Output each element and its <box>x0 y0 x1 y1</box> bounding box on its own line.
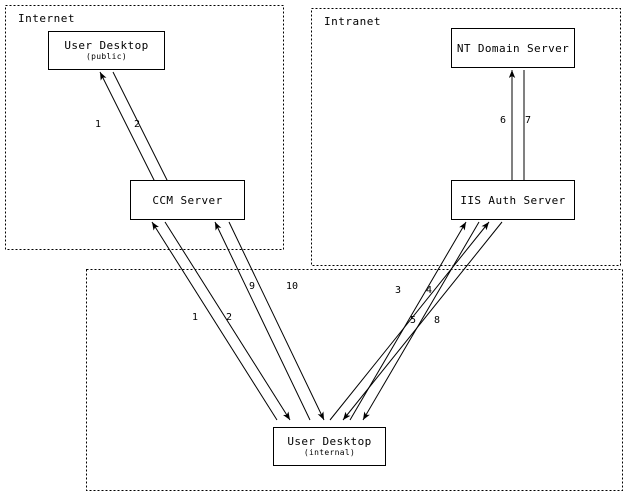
zone-internet-boundary <box>5 5 284 250</box>
connector-5 <box>329 221 490 421</box>
node-user-desktop-public-subtitle: (public) <box>86 52 127 61</box>
edge-label-3: 3 <box>395 285 402 296</box>
node-user-desktop-public[interactable]: User Desktop (public) <box>48 31 165 70</box>
connector-9 <box>214 221 311 421</box>
edge-label-4: 4 <box>426 285 433 296</box>
node-ccm-server-title: CCM Server <box>152 193 223 207</box>
connector-1-public <box>99 71 164 199</box>
edge-label-6: 6 <box>500 115 507 126</box>
node-user-desktop-internal-title: User Desktop <box>287 435 372 448</box>
node-user-desktop-internal[interactable]: User Desktop (internal) <box>273 427 386 466</box>
connector-1-internal <box>151 221 278 421</box>
edge-label-10: 10 <box>286 281 299 292</box>
zone-intranet-boundary <box>311 8 621 266</box>
edge-label-2-public: 2 <box>134 119 141 130</box>
connector-2-public <box>112 71 177 199</box>
connector-8 <box>342 221 503 421</box>
edge-label-1-public: 1 <box>95 119 102 130</box>
edge-label-8: 8 <box>434 315 441 326</box>
node-nt-domain-server-title: NT Domain Server <box>456 41 570 55</box>
zone-label-intranet: Intranet <box>324 15 381 28</box>
node-ccm-server[interactable]: CCM Server <box>130 180 245 220</box>
connector-2-internal <box>164 221 291 421</box>
edge-label-1-internal: 1 <box>192 312 199 323</box>
zone-internal-boundary <box>86 269 623 491</box>
edge-label-5: 5 <box>410 315 417 326</box>
edge-label-9: 9 <box>249 281 256 292</box>
node-user-desktop-public-title: User Desktop <box>64 39 149 52</box>
edge-label-2-internal: 2 <box>226 312 233 323</box>
node-nt-domain-server[interactable]: NT Domain Server <box>451 28 575 68</box>
connector-4 <box>362 221 480 421</box>
node-iis-auth-server[interactable]: IIS Auth Server <box>451 180 575 220</box>
zone-label-internet: Internet <box>18 12 75 25</box>
node-user-desktop-internal-subtitle: (internal) <box>303 448 356 457</box>
connector-10 <box>228 221 325 421</box>
node-iis-auth-server-title: IIS Auth Server <box>460 193 566 207</box>
edge-label-7: 7 <box>525 115 532 126</box>
